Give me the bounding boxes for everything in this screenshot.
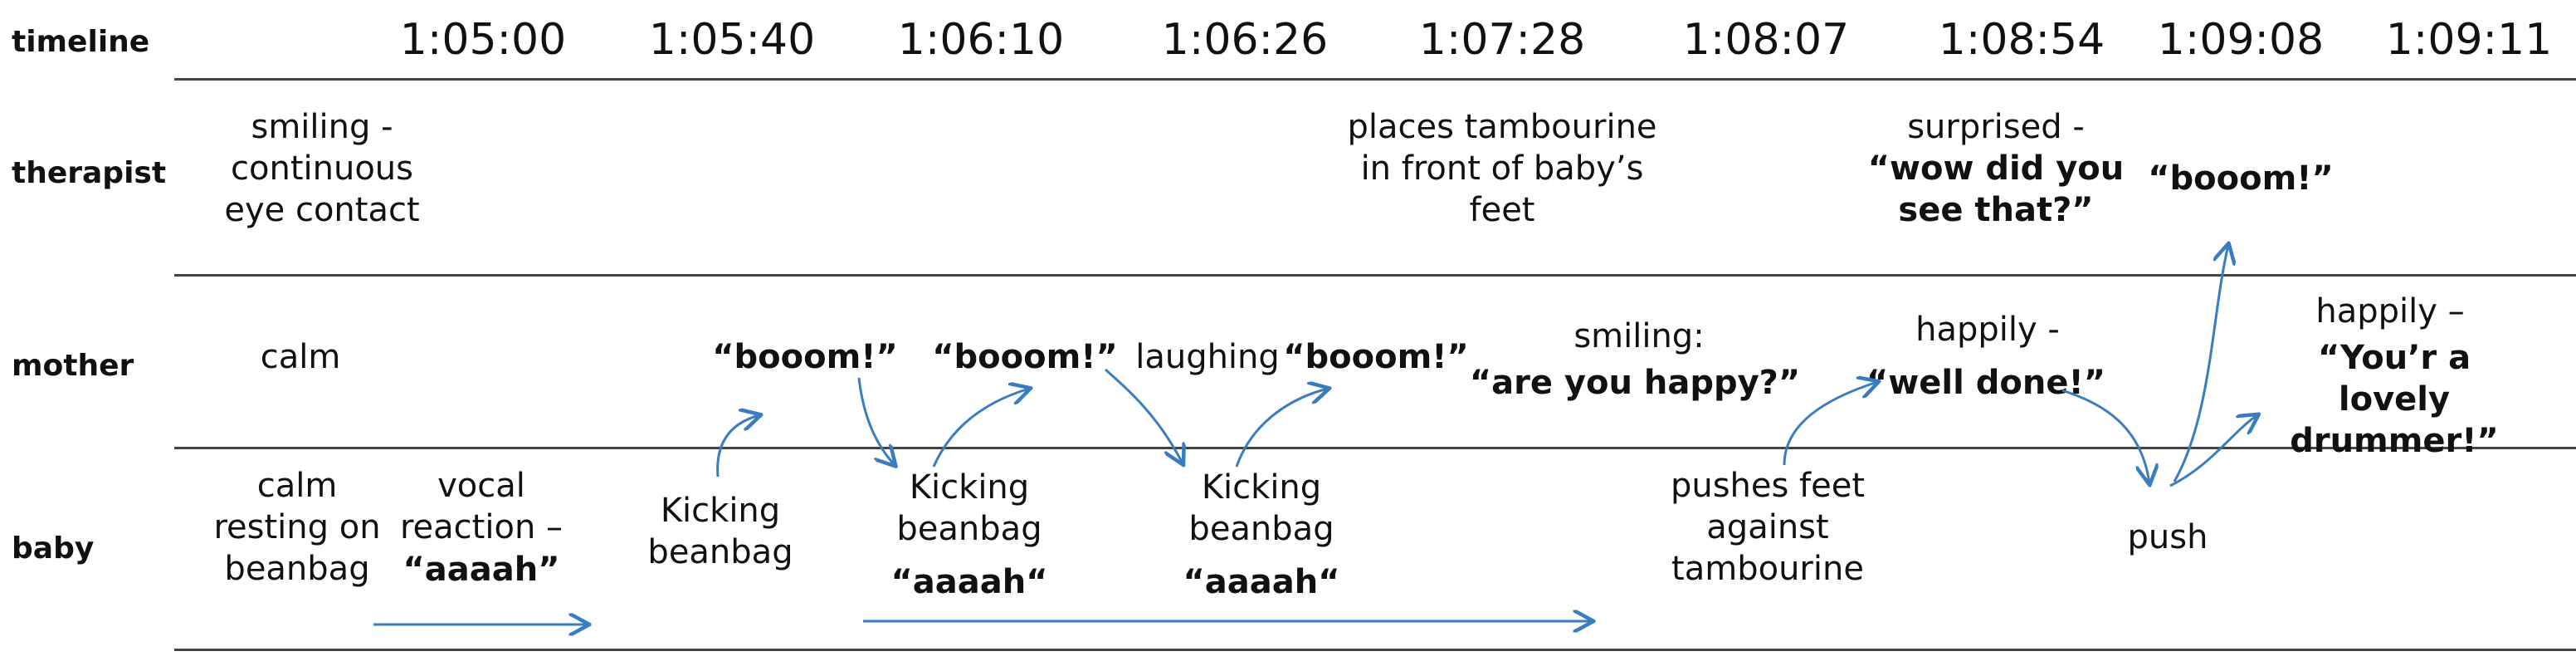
row-label-therapist: therapist [12, 156, 167, 190]
baby-vocalization: “aaaah“ [1183, 563, 1340, 601]
baby-event: Kicking beanbag [896, 468, 1042, 548]
row-label-baby: baby [12, 531, 95, 566]
baby-event: vocal reaction – [399, 467, 564, 546]
mother-event-label: happily - [1915, 311, 2060, 349]
timestamp: 1:06:10 [897, 15, 1065, 65]
baby-event: pushes feet against tambourine [1670, 467, 1866, 588]
row-label-mother: mother [12, 349, 134, 383]
timestamp: 1:05:40 [648, 15, 816, 65]
row-divider [174, 274, 2576, 277]
response-arrow [2169, 415, 2257, 487]
timestamp: 1:06:26 [1161, 15, 1329, 65]
therapist-event: places tambourine in front of baby’s fee… [1347, 108, 1657, 229]
mother-event-label: laughing [1135, 338, 1280, 376]
mother-speech: “booom!” [712, 338, 898, 376]
response-arrow [716, 415, 759, 478]
response-arrow [2061, 389, 2149, 483]
timestamp: 1:08:54 [1938, 15, 2105, 65]
response-arrow [857, 377, 895, 465]
baby-event: calm resting on beanbag [213, 467, 381, 588]
baby-event: Kicking beanbag [647, 492, 793, 571]
baby-vocalization: “aaaah” [402, 551, 560, 589]
mother-event: calm [260, 338, 341, 376]
row-divider [174, 78, 2576, 81]
mother-speech: “are you happy?” [1469, 364, 1801, 402]
response-arrow [1105, 368, 1183, 463]
baby-event: Kicking beanbag [1188, 468, 1334, 548]
mother-event-label: happily – [2315, 292, 2465, 331]
response-arrow [1783, 382, 1877, 466]
timestamp: 1:08:07 [1682, 15, 1850, 65]
mother-speech: “well done!” [1866, 364, 2105, 402]
baby-event: push [2127, 518, 2208, 556]
timestamp: 1:07:28 [1418, 15, 1586, 65]
mother-speech: “booom!” [1283, 338, 1469, 376]
therapist-speech: “booom!” [2148, 159, 2334, 198]
mother-speech: “booom!” [932, 338, 1118, 376]
response-arrow [932, 389, 1029, 468]
therapist-event-label: surprised - [1907, 108, 2085, 146]
row-divider [174, 447, 2576, 449]
timestamp: 1:09:11 [2385, 15, 2553, 65]
row-divider [174, 649, 2576, 651]
timestamp: 1:09:08 [2157, 15, 2325, 65]
therapist-speech: “wow did you see that?” [1867, 149, 2125, 229]
row-label-timeline: timeline [12, 25, 150, 59]
response-arrow [1235, 389, 1328, 468]
therapist-event: smiling - continuous eye contact [224, 108, 420, 229]
mother-event-label: smiling: [1573, 317, 1705, 355]
baby-vocalization: “aaaah“ [890, 563, 1048, 601]
mother-speech: “You’r a lovely drummer!” [2290, 339, 2499, 460]
timestamp: 1:05:00 [399, 15, 567, 65]
response-arrow [2173, 245, 2228, 482]
